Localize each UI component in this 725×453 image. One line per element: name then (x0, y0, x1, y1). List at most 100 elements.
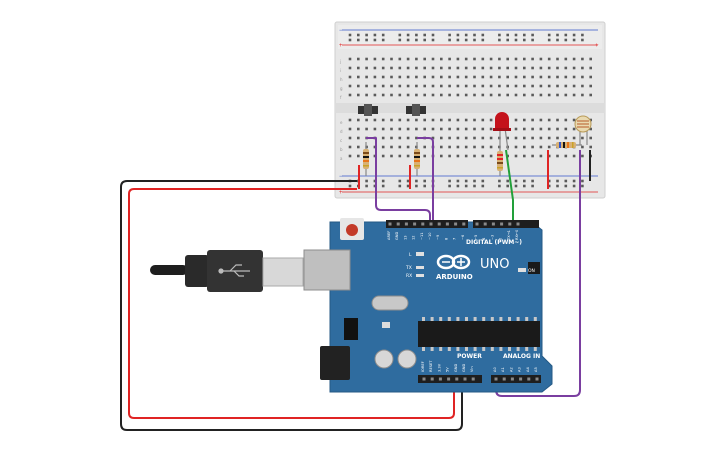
digital-pin-socket[interactable] (508, 222, 512, 226)
analog-pin-socket[interactable] (519, 377, 523, 381)
chip-pins (422, 317, 537, 351)
digital-header-left (386, 220, 468, 228)
analog-pin-socket[interactable] (535, 377, 539, 381)
digital-pin-socket[interactable] (516, 222, 520, 226)
breadboard-center-channel (335, 103, 605, 113)
reset-button[interactable] (346, 224, 358, 236)
digital-pin-label: 12 (412, 235, 416, 240)
digital-pin-label: 7 (453, 238, 457, 240)
capacitor-2 (397, 349, 417, 369)
digital-pin-label: 4 (482, 237, 486, 240)
usb-plug-grip (185, 255, 209, 287)
tx-label: TX (405, 265, 412, 271)
digital-pin-socket[interactable] (413, 222, 417, 226)
pushbutton-2[interactable] (406, 104, 426, 116)
resistor-led (497, 142, 503, 176)
row-letter-e: e (340, 120, 343, 125)
wire-purple-button-2[interactable] (417, 137, 434, 222)
digital-pin-label: 8 (444, 237, 448, 240)
power-pin-socket[interactable] (430, 377, 434, 381)
analog-header (491, 375, 541, 383)
digital-pin-socket[interactable] (483, 222, 487, 226)
power-pin-label: GND (454, 364, 458, 372)
l-led (416, 252, 424, 256)
fuse (382, 322, 390, 328)
rx-led (416, 274, 424, 277)
digital-pin-socket[interactable] (396, 222, 400, 226)
pushbutton-1[interactable] (358, 104, 378, 116)
digital-header-right (473, 220, 539, 228)
digital-pin-socket[interactable] (388, 222, 392, 226)
wire-red-5v[interactable] (128, 188, 455, 419)
usb-plug-metal (262, 257, 304, 287)
rx-label: RX (406, 273, 412, 279)
analog-pin-socket[interactable] (502, 377, 506, 381)
row-letter-j: j (339, 59, 341, 64)
power-pin-socket[interactable] (471, 377, 475, 381)
crystal-oscillator (371, 295, 409, 311)
power-pin-socket[interactable] (447, 377, 451, 381)
digital-pin-socket[interactable] (437, 222, 441, 226)
power-pin-label: IOREF (421, 361, 425, 372)
photoresistor (574, 115, 592, 145)
power-pin-socket[interactable] (463, 377, 467, 381)
digital-pin-label: ~11 (420, 232, 424, 240)
row-letter-i: i (340, 68, 341, 73)
digital-pin-socket[interactable] (445, 222, 449, 226)
analog-pin-socket[interactable] (494, 377, 498, 381)
icsp-chip (528, 262, 540, 274)
l-label: L (409, 252, 412, 258)
power-pin-socket[interactable] (455, 377, 459, 381)
digital-pin-socket[interactable] (429, 222, 433, 226)
resistor-1 (363, 142, 369, 176)
digital-pin-socket[interactable] (462, 222, 466, 226)
power-pin-label: Vin (470, 366, 474, 372)
power-pin-socket[interactable] (438, 377, 442, 381)
on-led (518, 268, 526, 272)
analog-pin-socket[interactable] (527, 377, 531, 381)
row-letter-c: c (340, 138, 342, 143)
wires (120, 137, 591, 431)
power-pin-socket[interactable] (422, 377, 426, 381)
tx-led (416, 266, 424, 269)
top-rail-minus-sign: − (339, 28, 343, 34)
analog-header-label: ANALOG IN (503, 353, 540, 360)
analog-pin-label: A5 (534, 367, 538, 372)
voltage-regulator (344, 318, 358, 340)
digital-pin-label: GND (395, 232, 399, 240)
digital-pin-socket[interactable] (421, 222, 425, 226)
digital-pin-label: ~5 (474, 235, 478, 240)
wire-black-gnd[interactable] (120, 180, 463, 431)
digital-pin-socket[interactable] (491, 222, 495, 226)
analog-pin-label: A4 (526, 367, 530, 372)
bottom-rail-minus-sign: − (339, 174, 343, 180)
digital-pin-socket[interactable] (404, 222, 408, 226)
led-red (493, 112, 511, 151)
digital-pin-socket[interactable] (454, 222, 458, 226)
wire-purple-button-1[interactable] (366, 137, 431, 222)
digital-pin-label: RX←0 (515, 229, 519, 240)
digital-pin-socket[interactable] (500, 222, 504, 226)
digital-pin-label: ~9 (436, 234, 440, 240)
analog-pin-socket[interactable] (510, 377, 514, 381)
digital-pin-socket[interactable] (475, 222, 479, 226)
analog-pin-label: A2 (509, 367, 513, 372)
arduino-infinity-logo-icon (436, 254, 471, 270)
arduino-brand-text: ARDUINO (436, 273, 473, 281)
digital-pin-label: ~6 (461, 234, 465, 240)
analog-pin-label: A0 (493, 367, 497, 372)
on-label: ON (528, 268, 535, 274)
usb-icon (218, 264, 250, 277)
usb-cable[interactable] (150, 250, 304, 292)
wire-green-led[interactable] (505, 149, 514, 222)
dc-barrel-jack (320, 346, 350, 380)
power-pin-label: RESET (429, 360, 433, 372)
digital-pin-label: TX→1 (507, 230, 511, 241)
power-pin-label: 5V (446, 367, 450, 372)
usb-cable-strain-relief (150, 265, 188, 275)
analog-pin-label: A3 (518, 367, 522, 372)
digital-pin-label: ~3 (490, 235, 494, 240)
capacitor-1 (374, 349, 394, 369)
digital-pin-label: ~10 (428, 232, 432, 240)
